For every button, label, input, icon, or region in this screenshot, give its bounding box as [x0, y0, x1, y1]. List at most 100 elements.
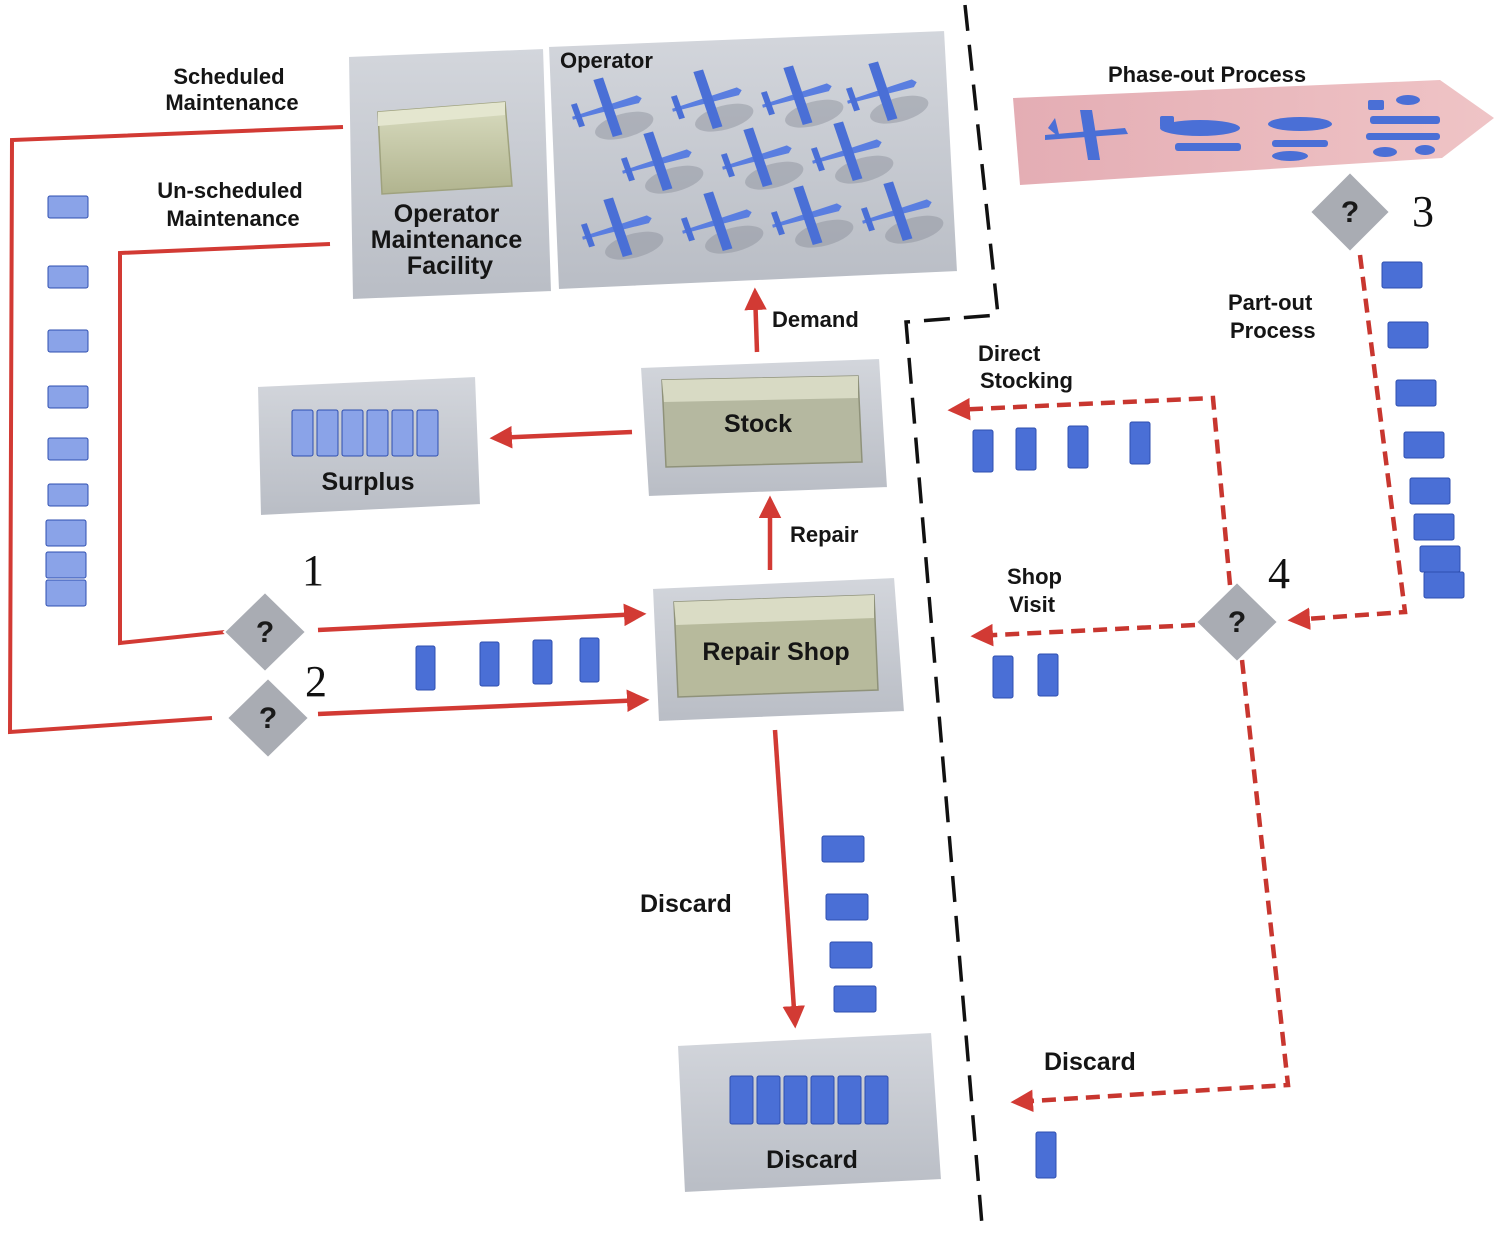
decision-diamond-icon [1308, 170, 1392, 254]
decision-4-number: 4 [1268, 549, 1290, 598]
surplus-panel: Surplus [255, 374, 483, 518]
operator-panel: Operator [546, 28, 960, 292]
part-box-icon [47, 195, 89, 219]
part-box-icon [1067, 425, 1089, 469]
part-box-icon [366, 409, 389, 457]
right-discard-line [1010, 659, 1291, 1113]
operator-label: Operator [560, 48, 653, 73]
repair-shop-panel: Repair Shop [650, 575, 907, 724]
part-box-icon [825, 893, 869, 921]
part-box-icon [810, 1075, 835, 1125]
aircraft-icon [845, 61, 929, 124]
decision-2: ? 2 [225, 657, 327, 760]
surplus-label: Surplus [321, 468, 414, 496]
part-box-icon [291, 409, 314, 457]
part-box-icon [1423, 571, 1465, 599]
right-discard-label: Discard [1044, 1048, 1136, 1076]
demand-label: Demand [772, 307, 859, 332]
discard-arrow-label: Discard [640, 890, 732, 918]
repair-shop-label: Repair Shop [702, 638, 849, 666]
stock-panel: Stock [638, 356, 890, 499]
phase-out-fragments-icon [1160, 95, 1440, 161]
part-box-icon [972, 429, 994, 473]
discard-panel: Discard [675, 1030, 944, 1195]
part-box-icon [416, 409, 439, 457]
part-box-icon [829, 941, 873, 969]
part-box-icon [1015, 427, 1037, 471]
right-side-parts [972, 261, 1465, 1179]
left-column-parts [45, 195, 89, 607]
part-box-icon [579, 637, 600, 683]
phase-out-label: Phase-out Process [1108, 62, 1306, 87]
scheduled-maintenance-label: Scheduled Maintenance [165, 64, 298, 115]
solid-arrows [317, 287, 806, 1029]
part-box-icon [47, 437, 89, 461]
facility-label: Operator Maintenance Facility [371, 200, 529, 280]
stock-to-operator-arrow [744, 287, 767, 353]
aircraft-icon [620, 131, 704, 194]
part-box-icon [821, 835, 865, 863]
aircraft-icon [860, 181, 944, 244]
part-box-icon [47, 329, 89, 353]
discard-column-parts [821, 835, 877, 1013]
shop-visit-line [970, 622, 1196, 647]
aircraft-icon [570, 77, 654, 140]
direct-stocking-label: Direct Stocking [978, 341, 1073, 393]
direct-stocking-line [947, 395, 1233, 586]
dashed-flow-lines [947, 254, 1408, 1113]
aircraft-icon [680, 191, 764, 254]
aircraft-icon [810, 121, 894, 184]
part-box-icon [756, 1075, 781, 1125]
maintenance-flow-lines [7, 125, 344, 735]
part-box-icon [341, 409, 364, 457]
part-box-icon [1419, 545, 1461, 573]
decision-diamond-icon [1194, 580, 1280, 664]
part-box-icon [391, 409, 414, 457]
part-box-icon [1129, 421, 1151, 465]
divider-line [904, 4, 1000, 1226]
unscheduled-maintenance-label: Un-scheduled Maintenance [157, 178, 309, 231]
part-box-icon [415, 645, 436, 691]
discard-box-label: Discard [766, 1146, 858, 1174]
decision-1-symbol: ? [256, 616, 274, 649]
repair-label: Repair [790, 522, 859, 547]
part-box-icon [833, 985, 877, 1013]
repair-queue-parts [415, 637, 600, 691]
decision1-to-repair-arrow [317, 603, 647, 633]
scheduled-maintenance-line [7, 125, 344, 735]
decision-4-symbol: ? [1228, 606, 1246, 639]
phase-out-aircraft-icon [1045, 110, 1128, 160]
part-box-icon [1409, 477, 1451, 505]
shop-visit-label: Shop Visit [1007, 564, 1068, 617]
decision-2-symbol: ? [259, 702, 277, 735]
part-box-icon [45, 579, 87, 607]
decision-diamond-icon [225, 676, 311, 760]
part-box-icon [45, 519, 87, 547]
repair-to-discard-arrow [772, 729, 806, 1029]
part-out-label: Part-out Process [1228, 290, 1318, 343]
aircraft-icon [770, 185, 854, 248]
surplus-parts [291, 409, 439, 457]
decision-4: ? 4 [1194, 549, 1290, 664]
aircraft-icon [720, 127, 804, 190]
decision-diamond-icon [222, 590, 308, 674]
aircraft-icon [580, 197, 664, 260]
part-box-icon [1413, 513, 1455, 541]
stock-label: Stock [724, 410, 792, 438]
decision-3-number: 3 [1412, 187, 1434, 236]
unscheduled-maintenance-line [118, 242, 331, 646]
discard-parts [729, 1075, 889, 1125]
phase-out-band: Phase-out Process [1013, 62, 1494, 185]
part-box-icon [1387, 321, 1429, 349]
decision-3: ? 3 [1308, 170, 1434, 254]
part-box-icon [783, 1075, 808, 1125]
decision-1-number: 1 [302, 546, 324, 595]
part-box-icon [1403, 431, 1445, 459]
part-box-icon [1035, 1131, 1057, 1179]
aircraft-fleet [570, 61, 944, 260]
stock-to-surplus-arrow [489, 425, 633, 449]
part-box-icon [1037, 653, 1059, 697]
part-box-icon [532, 639, 553, 685]
